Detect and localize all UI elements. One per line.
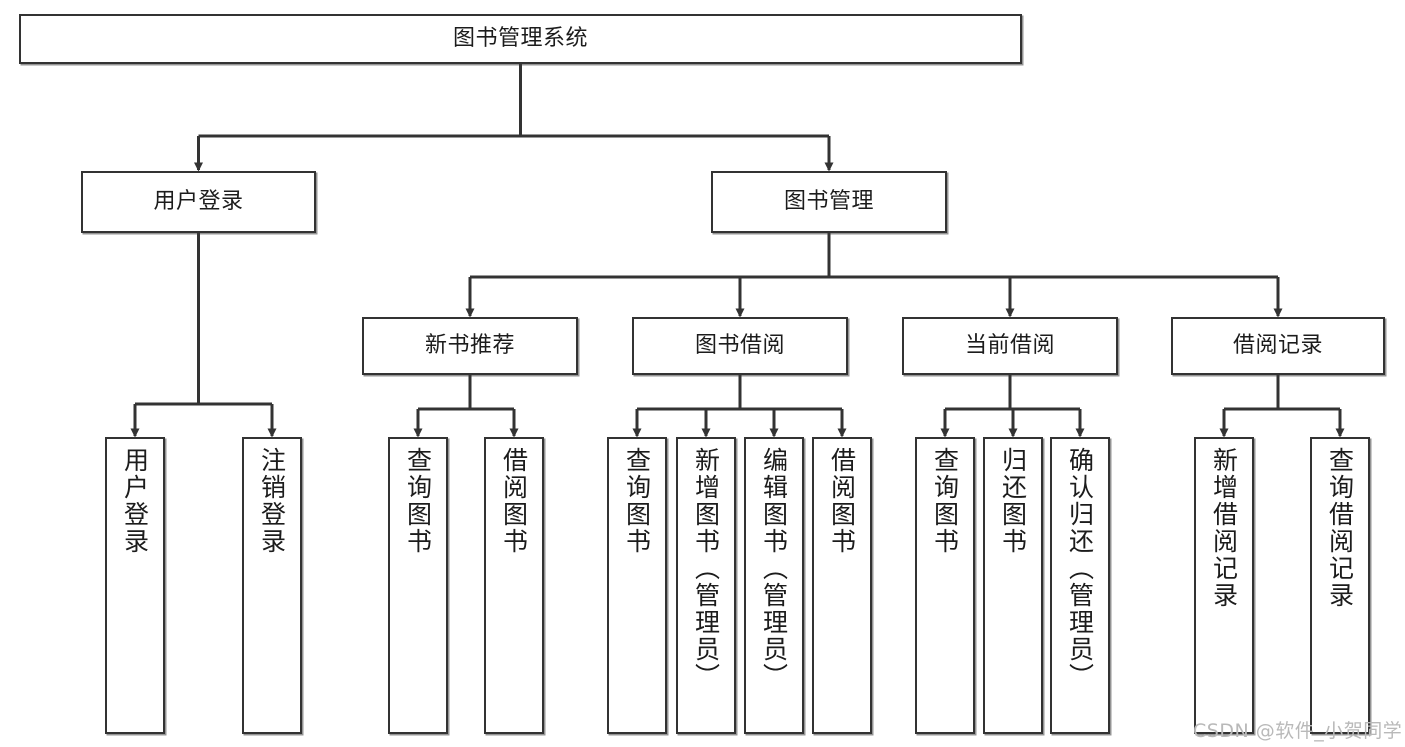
node-login[interactable]: 用户登录 xyxy=(81,171,316,233)
node-leaf-logout[interactable]: 注销登录 xyxy=(242,437,302,734)
node-label: 用户登录 xyxy=(120,447,150,555)
node-leaf-rc-query[interactable]: 查询借阅记录 xyxy=(1310,437,1370,734)
node-label: 新书推荐 xyxy=(424,333,515,359)
node-leaf-bw-edit[interactable]: 编辑图书（管理员） xyxy=(744,437,804,734)
node-label: 当前借阅 xyxy=(964,333,1055,359)
node-label: 图书管理 xyxy=(783,189,874,215)
node-current[interactable]: 当前借阅 xyxy=(902,317,1118,375)
node-leaf-rc-add[interactable]: 新增借阅记录 xyxy=(1194,437,1254,734)
node-leaf-cb-query[interactable]: 查询图书 xyxy=(915,437,975,734)
node-label: 借阅图书 xyxy=(827,447,857,555)
node-leaf-cb-confirm[interactable]: 确认归还（管理员） xyxy=(1050,437,1110,734)
node-label: 借阅图书 xyxy=(499,447,529,555)
node-leaf-nb-borrow[interactable]: 借阅图书 xyxy=(484,437,544,734)
node-newbook[interactable]: 新书推荐 xyxy=(362,317,578,375)
node-borrow[interactable]: 图书借阅 xyxy=(632,317,848,375)
node-label: 新增图书（管理员） xyxy=(691,447,721,690)
node-label: 图书借阅 xyxy=(694,333,785,359)
node-leaf-bw-query[interactable]: 查询图书 xyxy=(607,437,667,734)
node-bookmgmt[interactable]: 图书管理 xyxy=(711,171,947,233)
node-label: 查询借阅记录 xyxy=(1325,447,1355,609)
node-label: 查询图书 xyxy=(930,447,960,555)
node-label: 用户登录 xyxy=(153,189,244,215)
node-label: 借阅记录 xyxy=(1232,333,1323,359)
node-label: 图书管理系统 xyxy=(452,26,588,52)
node-records[interactable]: 借阅记录 xyxy=(1171,317,1385,375)
node-label: 查询图书 xyxy=(622,447,652,555)
node-label: 确认归还（管理员） xyxy=(1065,447,1095,690)
node-label: 注销登录 xyxy=(257,447,287,555)
node-label: 新增借阅记录 xyxy=(1209,447,1239,609)
node-leaf-nb-query[interactable]: 查询图书 xyxy=(388,437,448,734)
node-leaf-user-login[interactable]: 用户登录 xyxy=(105,437,165,734)
node-label: 归还图书 xyxy=(998,447,1028,555)
node-leaf-cb-return[interactable]: 归还图书 xyxy=(983,437,1043,734)
node-root[interactable]: 图书管理系统 xyxy=(19,14,1022,64)
csdn-watermark: CSDN @软件_小贺同学 xyxy=(1193,720,1403,742)
node-label: 编辑图书（管理员） xyxy=(759,447,789,690)
node-label: 查询图书 xyxy=(403,447,433,555)
node-leaf-bw-add[interactable]: 新增图书（管理员） xyxy=(676,437,736,734)
node-leaf-bw-borrow[interactable]: 借阅图书 xyxy=(812,437,872,734)
